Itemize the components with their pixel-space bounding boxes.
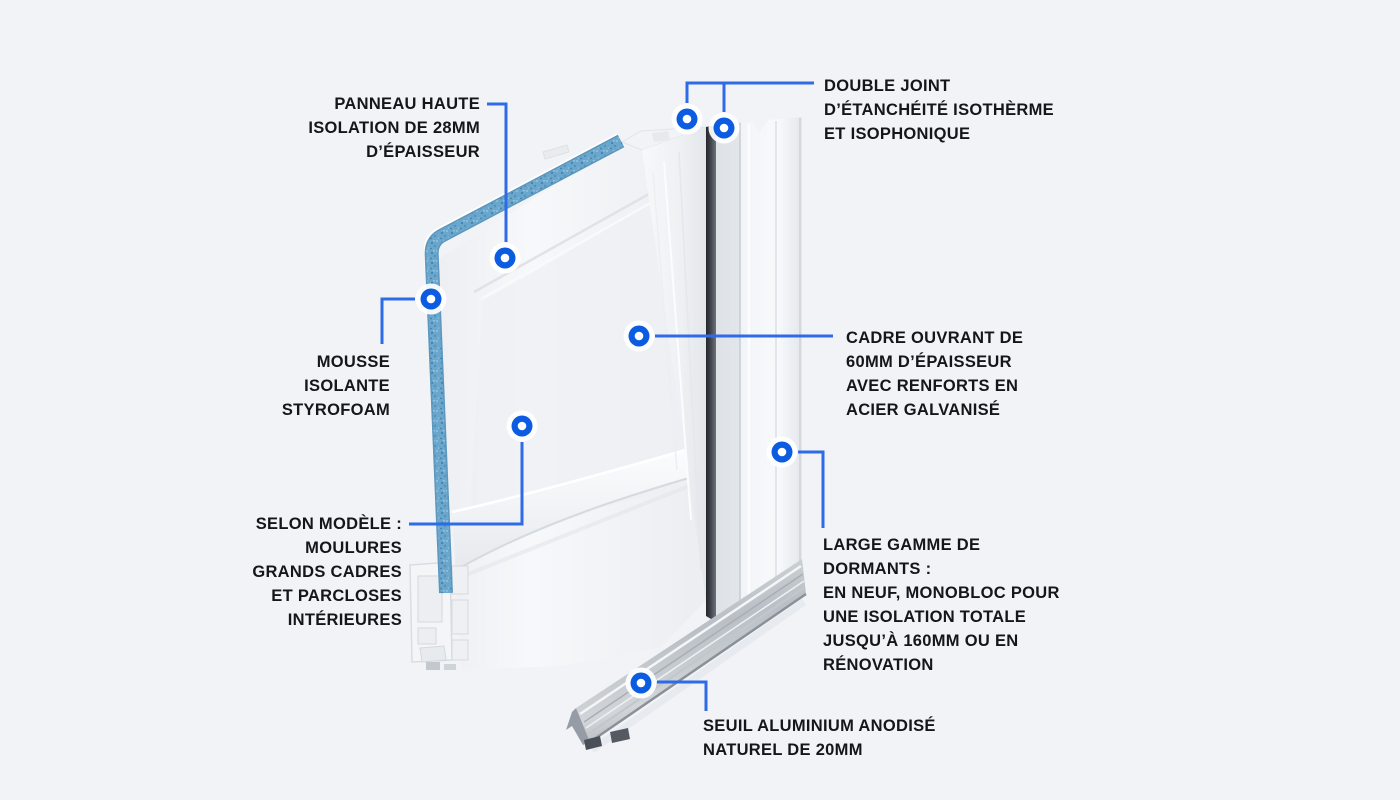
callout-dot-panneau (489, 242, 521, 274)
line-mousse (380, 297, 415, 344)
callout-dot-seuil (625, 667, 657, 699)
recessed-panel-center (468, 199, 703, 540)
callout-dot-cadre (623, 320, 655, 352)
dormant-frame (716, 117, 802, 624)
callout-label-double-joint: DOUBLE JOINT D’ÉTANCHÉITÉ ISOTHÈRME ET I… (824, 77, 1054, 143)
callout-dot-mousse (415, 283, 447, 315)
callout-dot-dormants (766, 436, 798, 468)
callout-label-mousse: MOUSSE ISOLANTE STYROFOAM (281, 353, 390, 419)
line-selon-modele (409, 442, 524, 526)
callout-label-selon-modele: SELON MODÈLE : MOULURES GRANDS CADRES ET… (252, 515, 402, 629)
ouvrant-frame (620, 126, 708, 614)
insulation-strip (423, 133, 625, 595)
callout-dot-selon (506, 410, 538, 442)
door-leaf-panel (434, 142, 710, 670)
callout-label-seuil: SEUIL ALUMINIUM ANODISÉ NATUREL DE 20MM (703, 717, 936, 759)
callout-label-cadre-ouvrant: CADRE OUVRANT DE 60MM D’ÉPAISSEUR AVEC R… (846, 329, 1024, 419)
joint-gap (706, 125, 716, 622)
callout-label-panneau: PANNEAU HAUTE ISOLATION DE 28MM D’ÉPAISS… (308, 95, 480, 161)
callout-markers (415, 103, 798, 699)
line-double-joint-a (685, 81, 814, 103)
callout-dot-joint-a (671, 103, 703, 135)
line-panneau (487, 102, 508, 242)
callout-lines (380, 81, 833, 711)
callout-dot-joint-b (708, 112, 740, 144)
callout-label-dormants: LARGE GAMME DE DORMANTS : EN NEUF, MONOB… (823, 536, 1060, 674)
line-seuil (657, 680, 708, 711)
line-dormants (798, 450, 825, 528)
